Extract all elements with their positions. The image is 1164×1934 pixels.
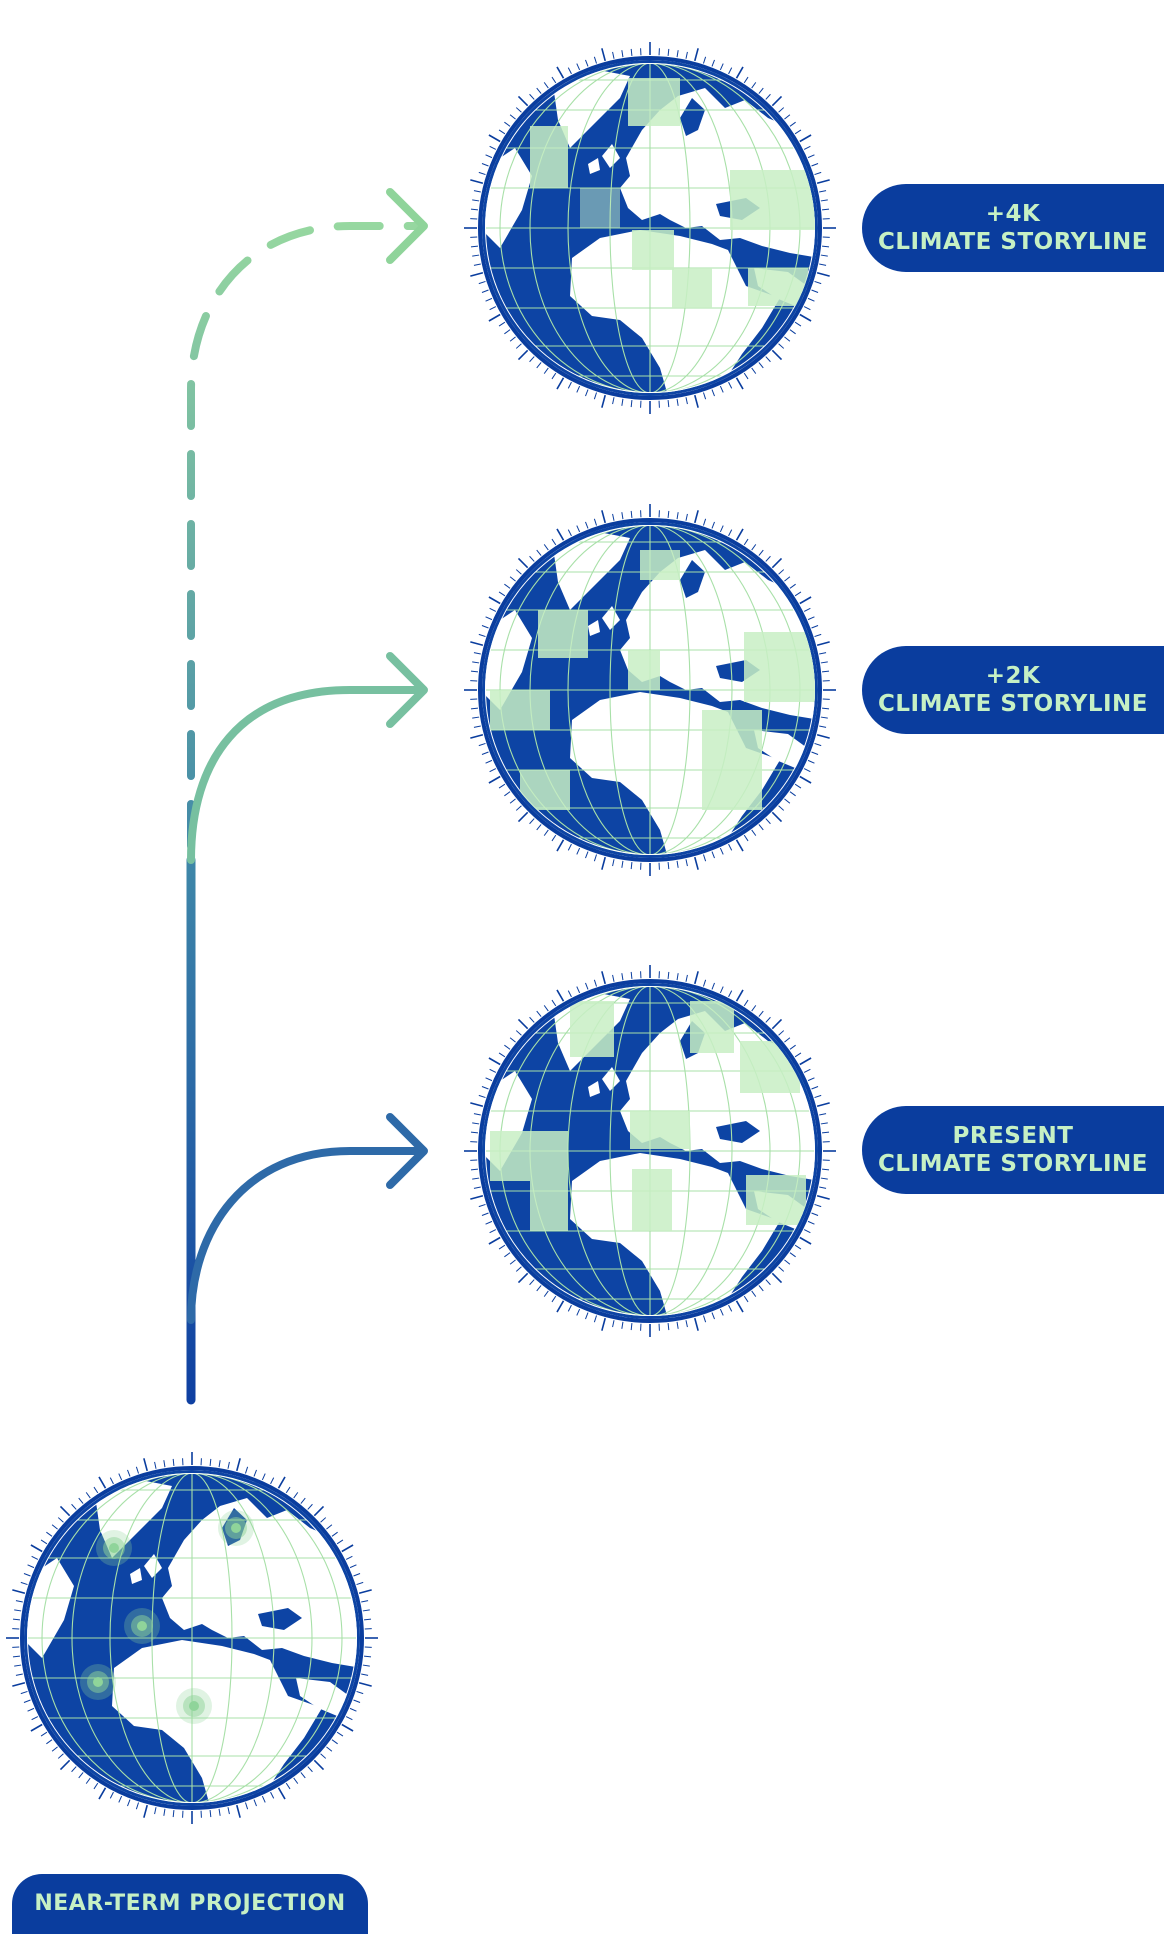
label-plus2k-line2: CLIMATE STORYLINE [878,691,1148,717]
label-present-storyline: PRESENT CLIMATE STORYLINE [862,1106,1164,1194]
globe-icon [464,504,836,876]
arrowhead-plus2k [386,652,428,728]
globe-icon [464,965,836,1337]
label-near-term-text: NEAR-TERM PROJECTION [34,1891,346,1916]
label-near-term-projection: NEAR-TERM PROJECTION [12,1874,368,1934]
arrowhead-present [386,1113,428,1189]
globe-icon [464,42,836,414]
arrowhead-plus4k [386,188,428,264]
globe-icon [6,1452,378,1824]
label-plus2k-line1: +2K [985,663,1041,689]
label-present-line2: CLIMATE STORYLINE [878,1151,1148,1177]
branch-plus2k [187,686,424,864]
branch-present [187,1147,424,1324]
hotspot-icon [80,1510,254,1724]
dashed-branch-plus4k [187,222,422,850]
label-plus4k-storyline: +4K CLIMATE STORYLINE [862,184,1164,272]
label-plus2k-storyline: +2K CLIMATE STORYLINE [862,646,1164,734]
label-present-line1: PRESENT [952,1123,1074,1149]
label-plus4k-line2: CLIMATE STORYLINE [878,229,1148,255]
label-plus4k-line1: +4K [985,201,1041,227]
connector-arrows [186,188,428,1405]
